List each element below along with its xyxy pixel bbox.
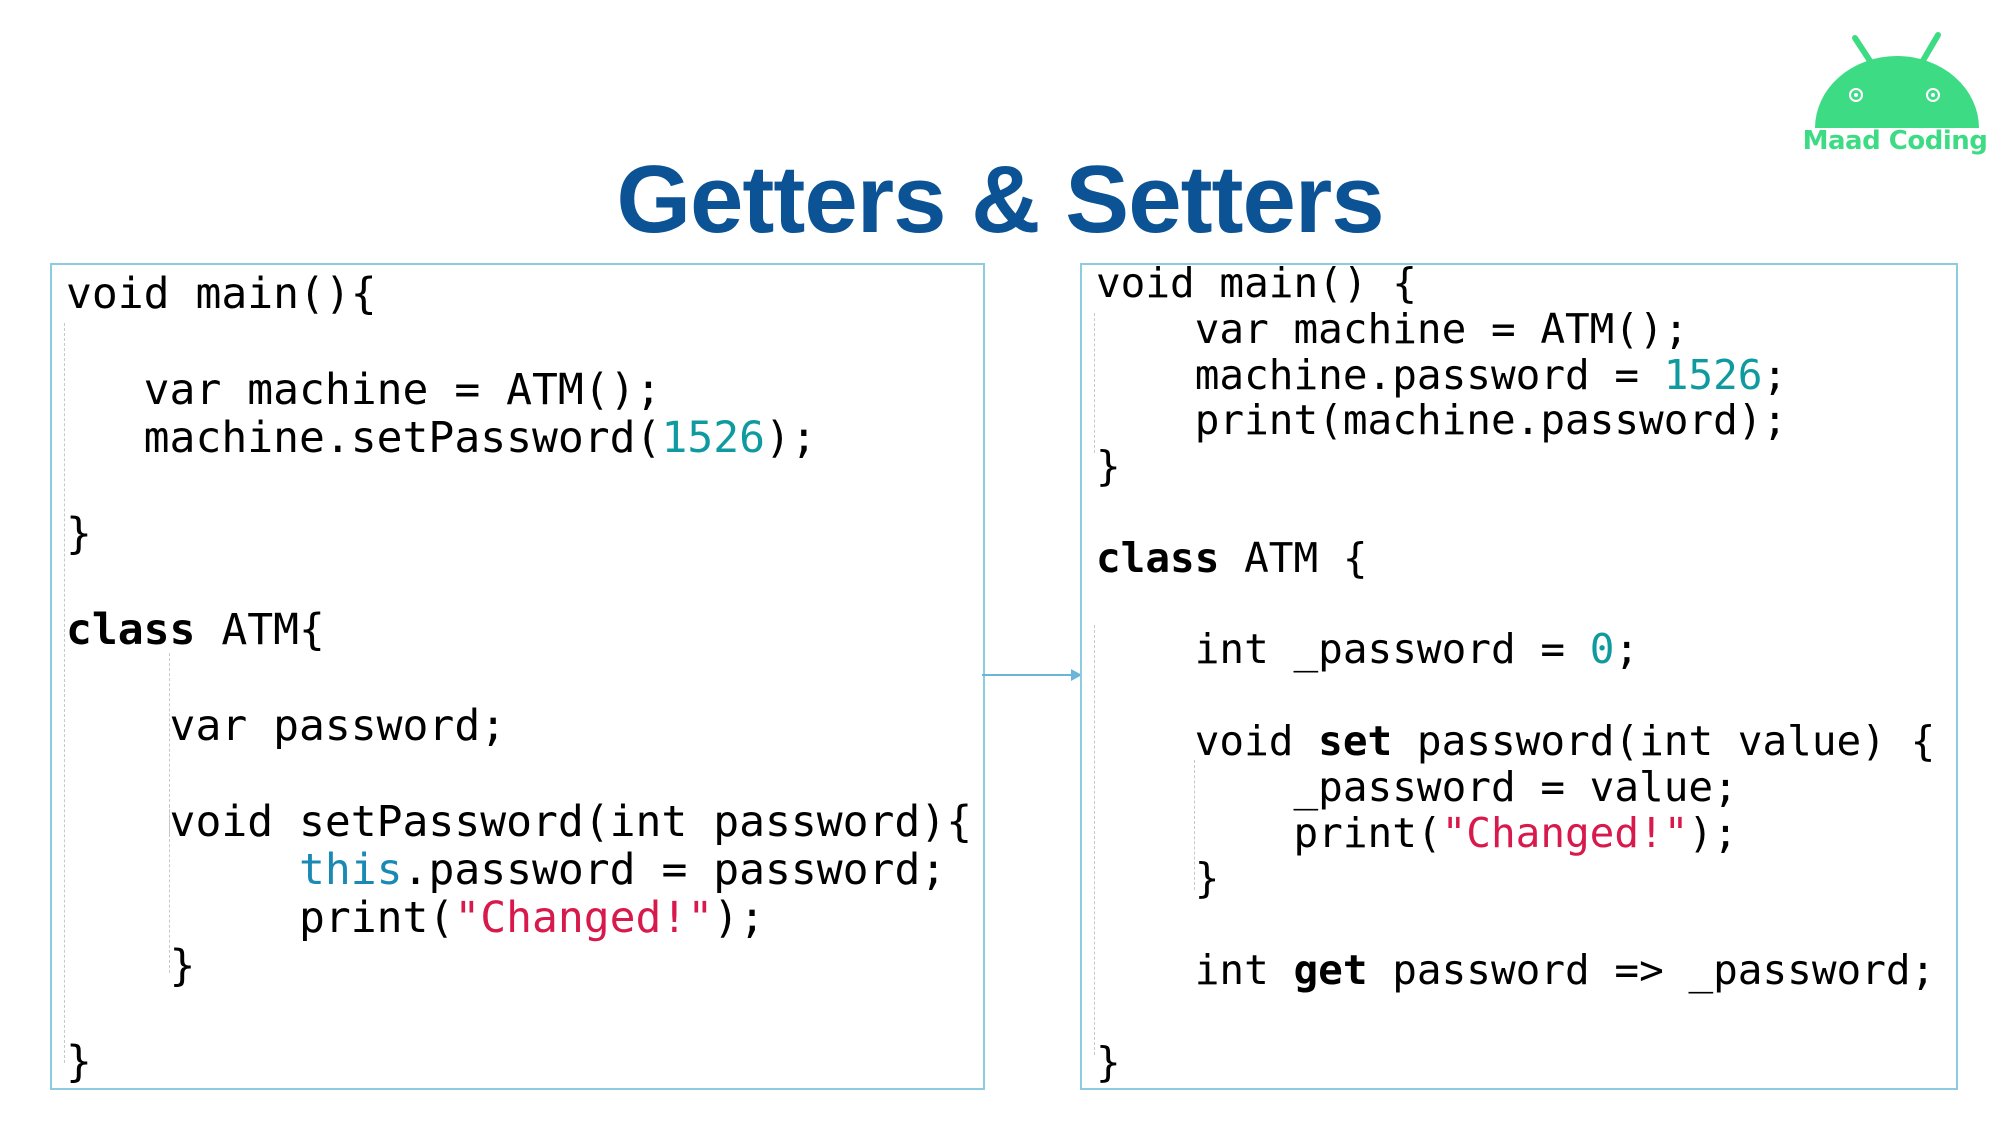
code-line: } (66, 1037, 92, 1087)
code-line: } (66, 509, 92, 559)
left-eye-pupil (1854, 93, 1858, 97)
right-antenna (1918, 32, 1941, 67)
code-panel-after: void main() { var machine = ATM(); machi… (1080, 260, 1958, 1090)
code-token: class (66, 605, 196, 655)
code-token: int _password = (1096, 625, 1590, 674)
indent-guide (169, 805, 170, 835)
code-token (66, 845, 299, 895)
code-token: var machine = ATM(); (66, 365, 662, 415)
code-line: void set password(int value) { (1096, 717, 1936, 765)
code-token: get (1293, 946, 1368, 994)
code-line: this.password = password; (66, 845, 946, 895)
code-token: machine.password = (1096, 350, 1664, 399)
code-line: var machine = ATM(); (1096, 304, 1689, 353)
arrow-icon (982, 669, 1082, 681)
code-token: class (1096, 533, 1220, 582)
code-token: } (66, 941, 196, 991)
code-token: print( (66, 893, 455, 943)
code-line: } (1096, 854, 1220, 903)
code-token: 0 (1589, 625, 1615, 674)
code-line: var machine = ATM(); (66, 365, 662, 415)
code-token: } (1096, 854, 1220, 903)
code-token: this (299, 845, 403, 895)
code-token: var machine = ATM(); (1096, 304, 1689, 353)
code-line: print(machine.password); (1096, 397, 1787, 443)
code-line: void setPassword(int password){ (66, 797, 973, 847)
code-token: } (66, 509, 92, 559)
code-token: machine.setPassword( (66, 413, 662, 463)
code-line: } (1096, 443, 1121, 489)
left-antenna (1852, 35, 1875, 67)
code-line: } (1096, 1039, 1121, 1085)
code-token: "Changed!" (1441, 808, 1689, 857)
code-token: ; (1762, 350, 1788, 399)
code-line: machine.password = 1526; (1096, 352, 1787, 398)
code-token: } (1096, 442, 1121, 491)
code-token: 1526 (1663, 350, 1763, 399)
indent-guide (1094, 625, 1095, 1055)
code-token: "Changed!" (454, 893, 714, 943)
code-token: } (1096, 1037, 1121, 1086)
robot-head (1815, 56, 1979, 128)
code-token: } (66, 1037, 92, 1087)
code-token: void main(){ (66, 269, 377, 319)
code-token: .password = password; (402, 845, 947, 895)
code-token: password(int value) { (1392, 717, 1936, 765)
right-eye (1926, 88, 1940, 102)
left-eye (1849, 88, 1863, 102)
code-token: ); (713, 893, 765, 943)
code-token: ATM { (1219, 533, 1368, 582)
indent-guide (64, 323, 65, 1063)
code-token: ; (1614, 625, 1640, 674)
code-line: class ATM { (1096, 535, 1368, 581)
code-line: machine.setPassword(1526); (66, 413, 817, 463)
code-line: _password = value; (1096, 762, 1738, 811)
code-token: ATM{ (195, 605, 325, 655)
code-token: print( (1096, 808, 1442, 857)
code-token: void main() { (1096, 259, 1417, 307)
code-token: var password; (66, 701, 507, 751)
code-token: _password = value; (1096, 762, 1738, 811)
code-token: password => _password; (1367, 946, 1936, 994)
code-line: int _password = 0; (1096, 626, 1639, 672)
code-token: int (1096, 946, 1294, 994)
code-line: var password; (66, 701, 507, 751)
code-line: void main() { (1096, 260, 1417, 306)
code-line: void main(){ (66, 269, 377, 319)
code-line: } (66, 941, 196, 991)
code-token: void setPassword(int password){ (66, 797, 973, 847)
right-eye-pupil (1931, 93, 1935, 97)
code-token: set (1318, 717, 1393, 765)
slide-title: Getters & Setters (616, 146, 1384, 253)
code-line: class ATM{ (66, 605, 325, 655)
code-token: ); (1688, 808, 1738, 857)
code-panel-before: void main(){ var machine = ATM(); machin… (50, 263, 985, 1090)
indent-guide (1094, 313, 1095, 453)
code-token: print(machine.password); (1096, 396, 1788, 445)
code-token: ); (765, 413, 817, 463)
code-line: int get password => _password; (1096, 946, 1936, 994)
android-robot-icon (1815, 32, 1979, 128)
code-token: 1526 (661, 413, 765, 463)
code-line: print("Changed!"); (66, 893, 765, 943)
indent-guide (1194, 760, 1195, 890)
code-line: print("Changed!"); (1096, 808, 1738, 857)
brand-name: Maad Coding (1802, 126, 1988, 156)
code-token: void (1096, 717, 1319, 765)
